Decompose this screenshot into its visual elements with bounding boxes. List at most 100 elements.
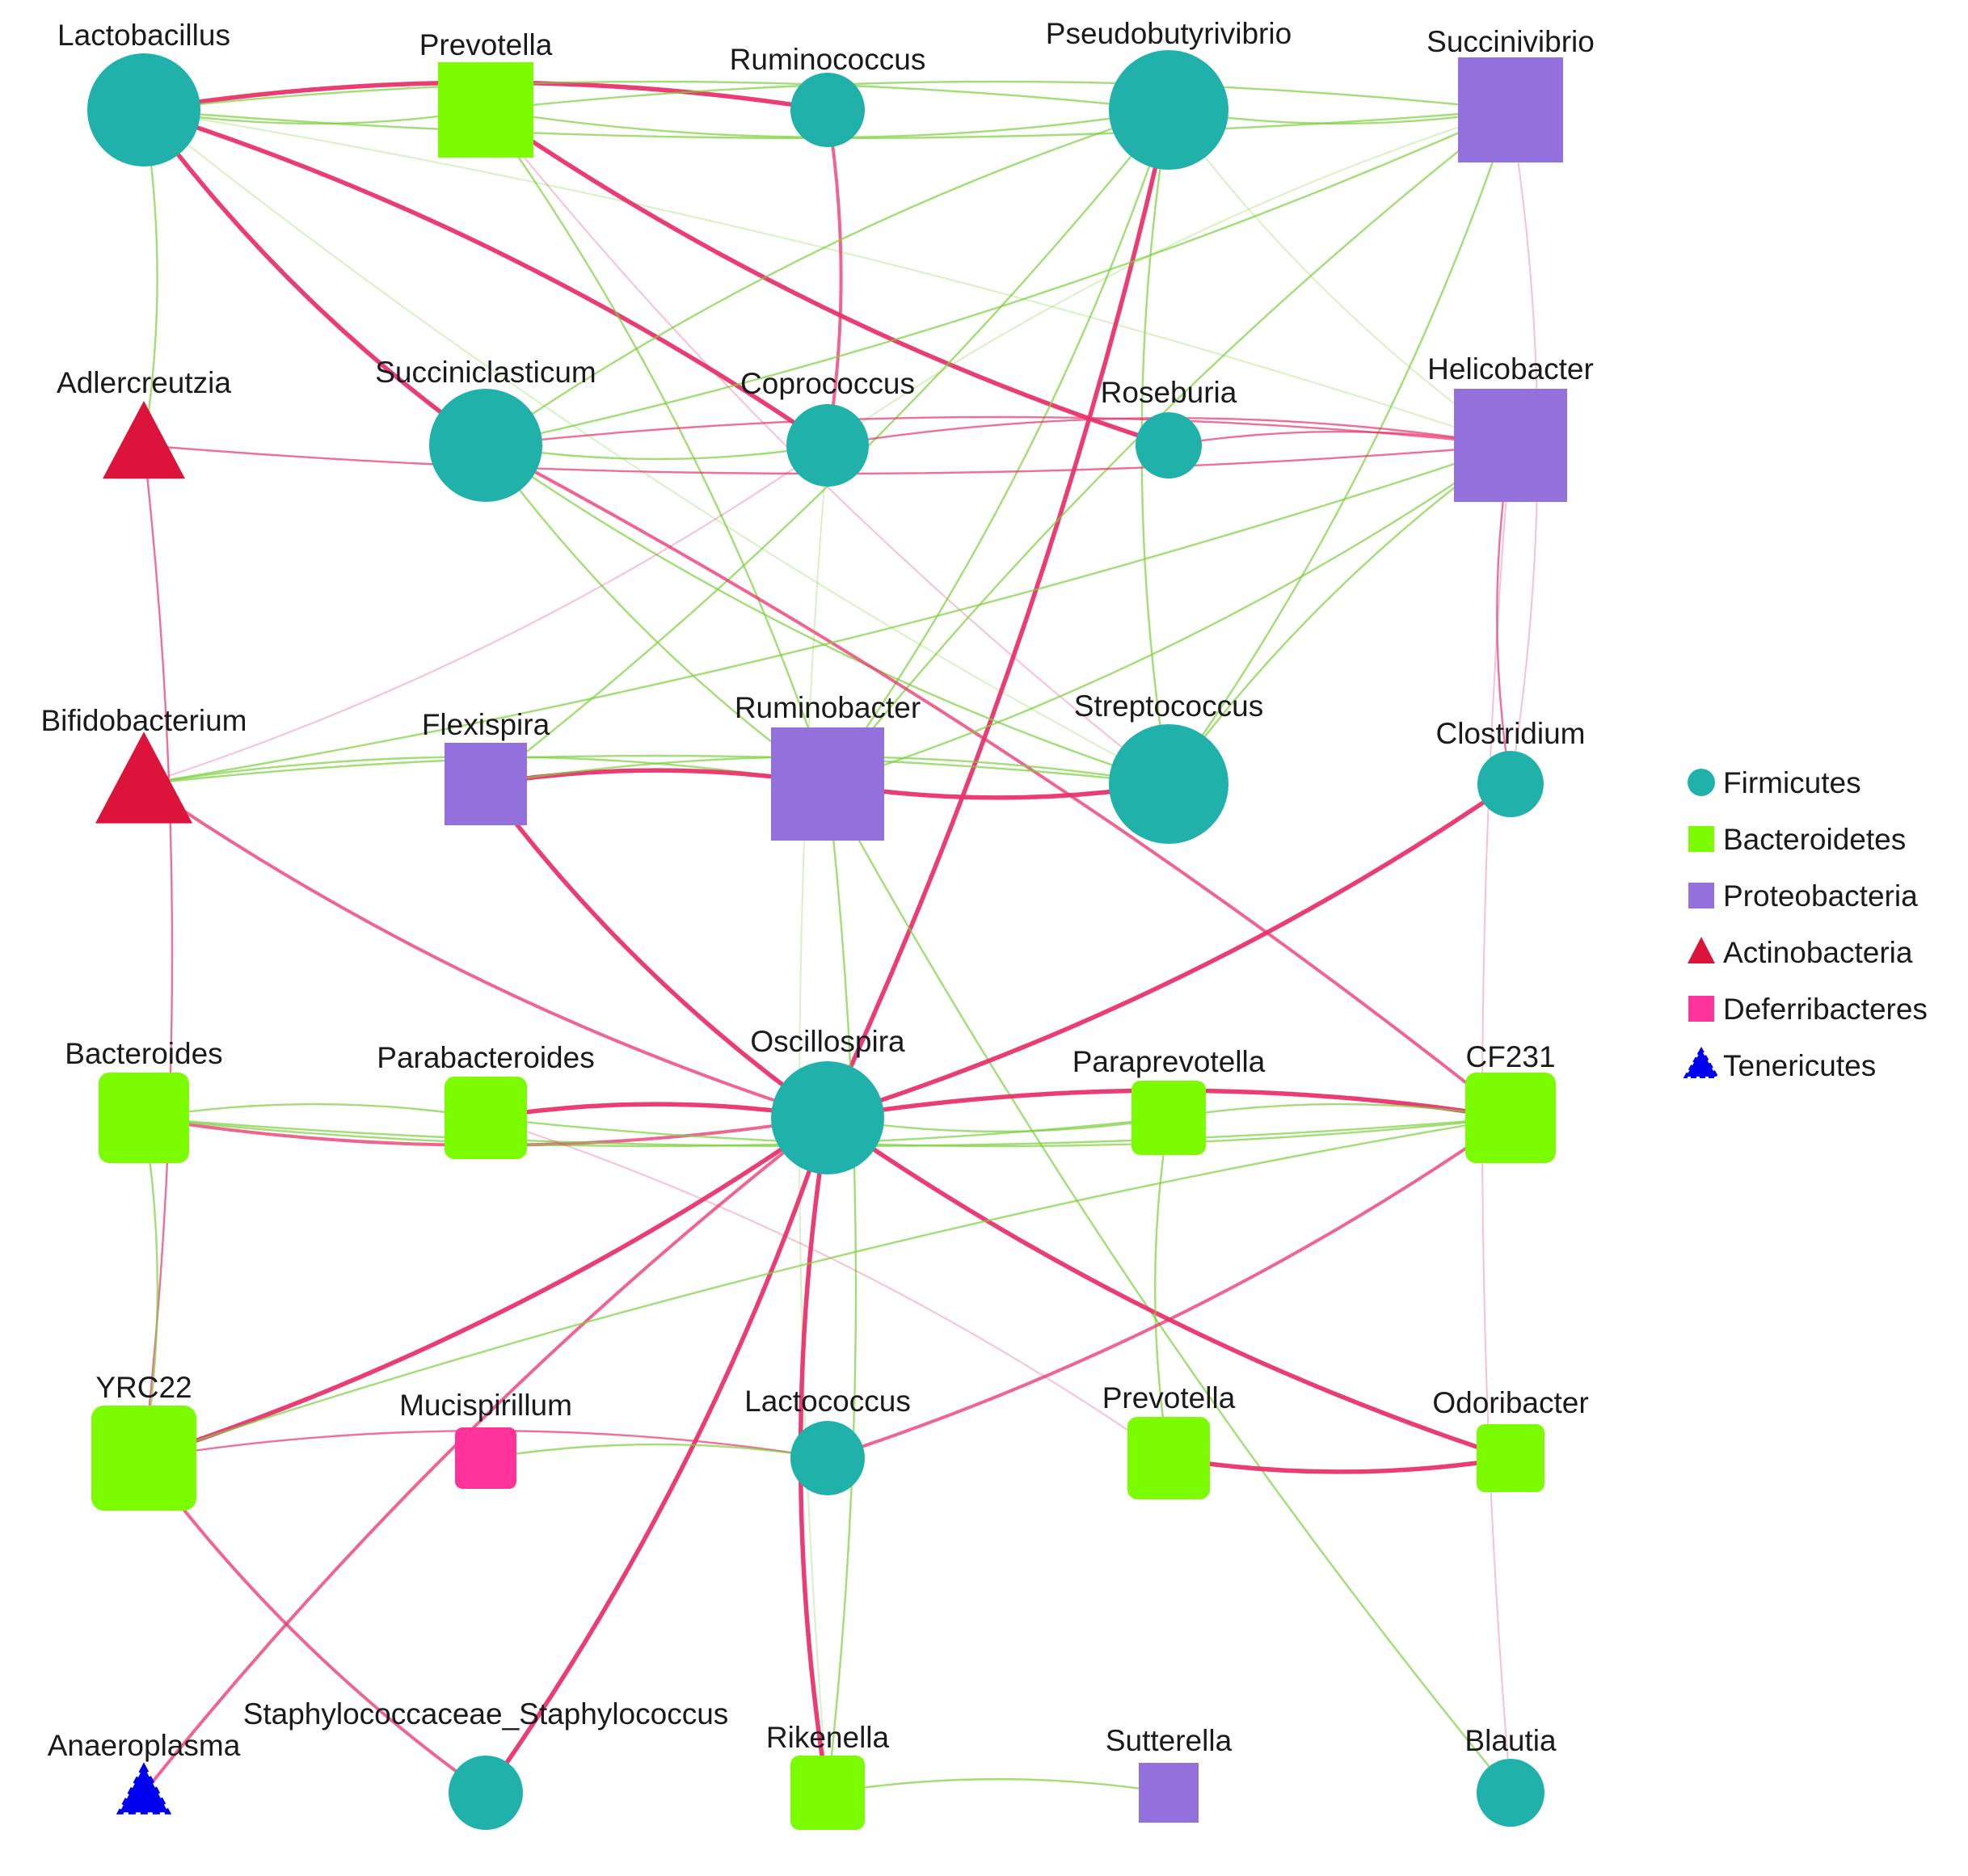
legend-marker-bacteroidetes	[1688, 826, 1714, 852]
node-label-staphylococcus: Staphylococcaceae_Staphylococcus	[243, 1697, 729, 1731]
edge-cf231-yrc22	[142, 1116, 1512, 1460]
node-bacteroides	[99, 1073, 189, 1163]
node-label-clostridium: Clostridium	[1435, 717, 1585, 750]
edge-paraprevotella-cf231	[1167, 1102, 1512, 1119]
edge-mucispirillum-lactococcus	[484, 1443, 829, 1460]
legend-label-deferribacteres: Deferribacteres	[1723, 993, 1928, 1026]
edge-ruminobacter-blautia	[826, 782, 1512, 1794]
edge-pseudobutyrivibrio-succiniclasticum	[484, 108, 1170, 447]
edge-oscillospira-yrc22	[141, 1115, 830, 1461]
node-blautia	[1477, 1759, 1544, 1827]
node-label-blautia: Blautia	[1464, 1724, 1557, 1757]
edge-helicobacter-ruminobacter	[826, 444, 1512, 786]
node-label-pseudobutyrivibrio: Pseudobutyrivibrio	[1046, 17, 1292, 50]
legend-marker-actinobacteria	[1688, 937, 1715, 963]
legend-label-tenericutes: Tenericutes	[1723, 1049, 1876, 1082]
node-label-roseburia: Roseburia	[1101, 376, 1237, 409]
node-flexispira	[445, 743, 527, 825]
nodes-layer	[87, 50, 1567, 1830]
node-oscillospira	[771, 1061, 884, 1174]
edge-yrc22-staphylococcus	[142, 1457, 487, 1794]
node-succinivibrio	[1458, 57, 1563, 162]
node-prevotella1	[438, 62, 533, 158]
node-label-coprococcus: Coprococcus	[740, 367, 915, 400]
edge-lactobacillus-coprococcus	[141, 108, 830, 448]
node-label-bifidobacterium: Bifidobacterium	[40, 704, 247, 737]
node-label-anaeroplasma: Anaeroplasma	[48, 1729, 241, 1762]
node-clostridium	[1477, 751, 1544, 817]
node-ruminobacter	[771, 727, 884, 841]
edge-pseudobutyrivibrio-oscillospira	[825, 108, 1171, 1120]
node-label-ruminococcus: Ruminococcus	[730, 43, 926, 76]
edge-helicobacter-bifidobacterium	[142, 444, 1512, 786]
node-label-cf231: CF231	[1465, 1040, 1555, 1073]
node-label-ruminobacter: Ruminobacter	[735, 691, 921, 724]
node-succiniclasticum	[429, 389, 542, 502]
edge-bacteroides-parabacteroides	[142, 1102, 487, 1119]
legend-label-proteobacteria: Proteobacteria	[1723, 879, 1918, 913]
node-bifidobacterium	[95, 731, 192, 824]
legend-label-firmicutes: Firmicutes	[1723, 766, 1861, 799]
node-label-rikenella: Rikenella	[766, 1721, 890, 1754]
edge-prevotella1-succinivibrio	[484, 80, 1512, 112]
node-label-paraprevotella: Paraprevotella	[1072, 1045, 1266, 1078]
node-label-odoribacter: Odoribacter	[1432, 1386, 1588, 1419]
node-label-streptococcus: Streptococcus	[1074, 689, 1263, 723]
edge-lactobacillus-helicobacter	[143, 109, 1511, 446]
legend-marker-proteobacteria	[1688, 883, 1714, 908]
node-sutterella	[1139, 1763, 1199, 1823]
legend-marker-tenericutes	[1683, 1046, 1720, 1078]
node-lactobacillus	[87, 53, 200, 167]
node-label-lactococcus: Lactococcus	[744, 1385, 911, 1418]
legend-label-bacteroidetes: Bacteroidetes	[1723, 823, 1906, 856]
legend-label-actinobacteria: Actinobacteria	[1723, 936, 1913, 969]
legend: FirmicutesBacteroidetesProteobacteriaAct…	[1683, 766, 1928, 1082]
edge-prevotella2-odoribacter	[1166, 1456, 1513, 1474]
edge-cf231-lactococcus	[826, 1116, 1512, 1460]
edge-prevotella1-ruminobacter	[484, 108, 829, 786]
node-label-yrc22: YRC22	[95, 1371, 192, 1404]
edge-bifidobacterium-streptococcus	[142, 754, 1170, 786]
edge-parabacteroides-prevotella2	[485, 1117, 1169, 1459]
node-label-bacteroides: Bacteroides	[65, 1037, 222, 1070]
node-pseudobutyrivibrio	[1109, 50, 1228, 170]
node-helicobacter	[1454, 389, 1567, 502]
edge-oscillospira-staphylococcus	[483, 1115, 830, 1795]
edge-succiniclasticum-streptococcus	[484, 444, 1170, 786]
node-roseburia	[1136, 412, 1202, 478]
node-label-helicobacter: Helicobacter	[1427, 352, 1594, 386]
edge-lactobacillus-pseudobutyrivibrio	[142, 80, 1170, 112]
node-staphylococcus	[449, 1756, 523, 1830]
edge-flexispira-oscillospira	[483, 782, 830, 1120]
node-prevotella2	[1127, 1417, 1210, 1499]
node-label-lactobacillus: Lactobacillus	[57, 19, 230, 52]
edge-parabacteroides-cf231	[484, 1116, 1512, 1148]
legend-marker-deferribacteres	[1688, 996, 1714, 1022]
edge-ruminococcus-coprococcus	[826, 108, 843, 447]
legend-marker-firmicutes	[1688, 769, 1715, 796]
edge-bifidobacterium-coprococcus	[143, 445, 828, 785]
node-label-adlercreutzia: Adlercreutzia	[57, 366, 231, 399]
edge-oscillospira-odoribacter	[825, 1115, 1513, 1461]
node-streptococcus	[1109, 724, 1228, 844]
edge-lactobacillus-streptococcus	[143, 109, 1169, 785]
node-coprococcus	[786, 404, 869, 487]
edge-paraprevotella-prevotella2	[1153, 1116, 1170, 1460]
edge-lactobacillus-succiniclasticum	[141, 108, 488, 448]
edge-clostridium-oscillospira	[825, 782, 1513, 1120]
node-cf231	[1465, 1073, 1556, 1163]
node-adlercreutzia	[103, 400, 185, 479]
edge-succinivibrio-coprococcus	[827, 109, 1511, 446]
node-mucispirillum	[455, 1427, 516, 1489]
node-label-oscillospira: Oscillospira	[750, 1025, 905, 1058]
edge-succiniclasticum-cf231	[484, 444, 1512, 1119]
edge-pseudobutyrivibrio-ruminobacter	[826, 108, 1170, 786]
node-label-sutterella: Sutterella	[1106, 1724, 1233, 1757]
node-yrc22	[91, 1406, 196, 1511]
edges-layer	[141, 80, 1539, 1795]
node-anaeroplasma	[116, 1762, 172, 1815]
node-label-succiniclasticum: Succiniclasticum	[375, 356, 596, 389]
edge-succinivibrio-streptococcus	[1167, 108, 1512, 786]
